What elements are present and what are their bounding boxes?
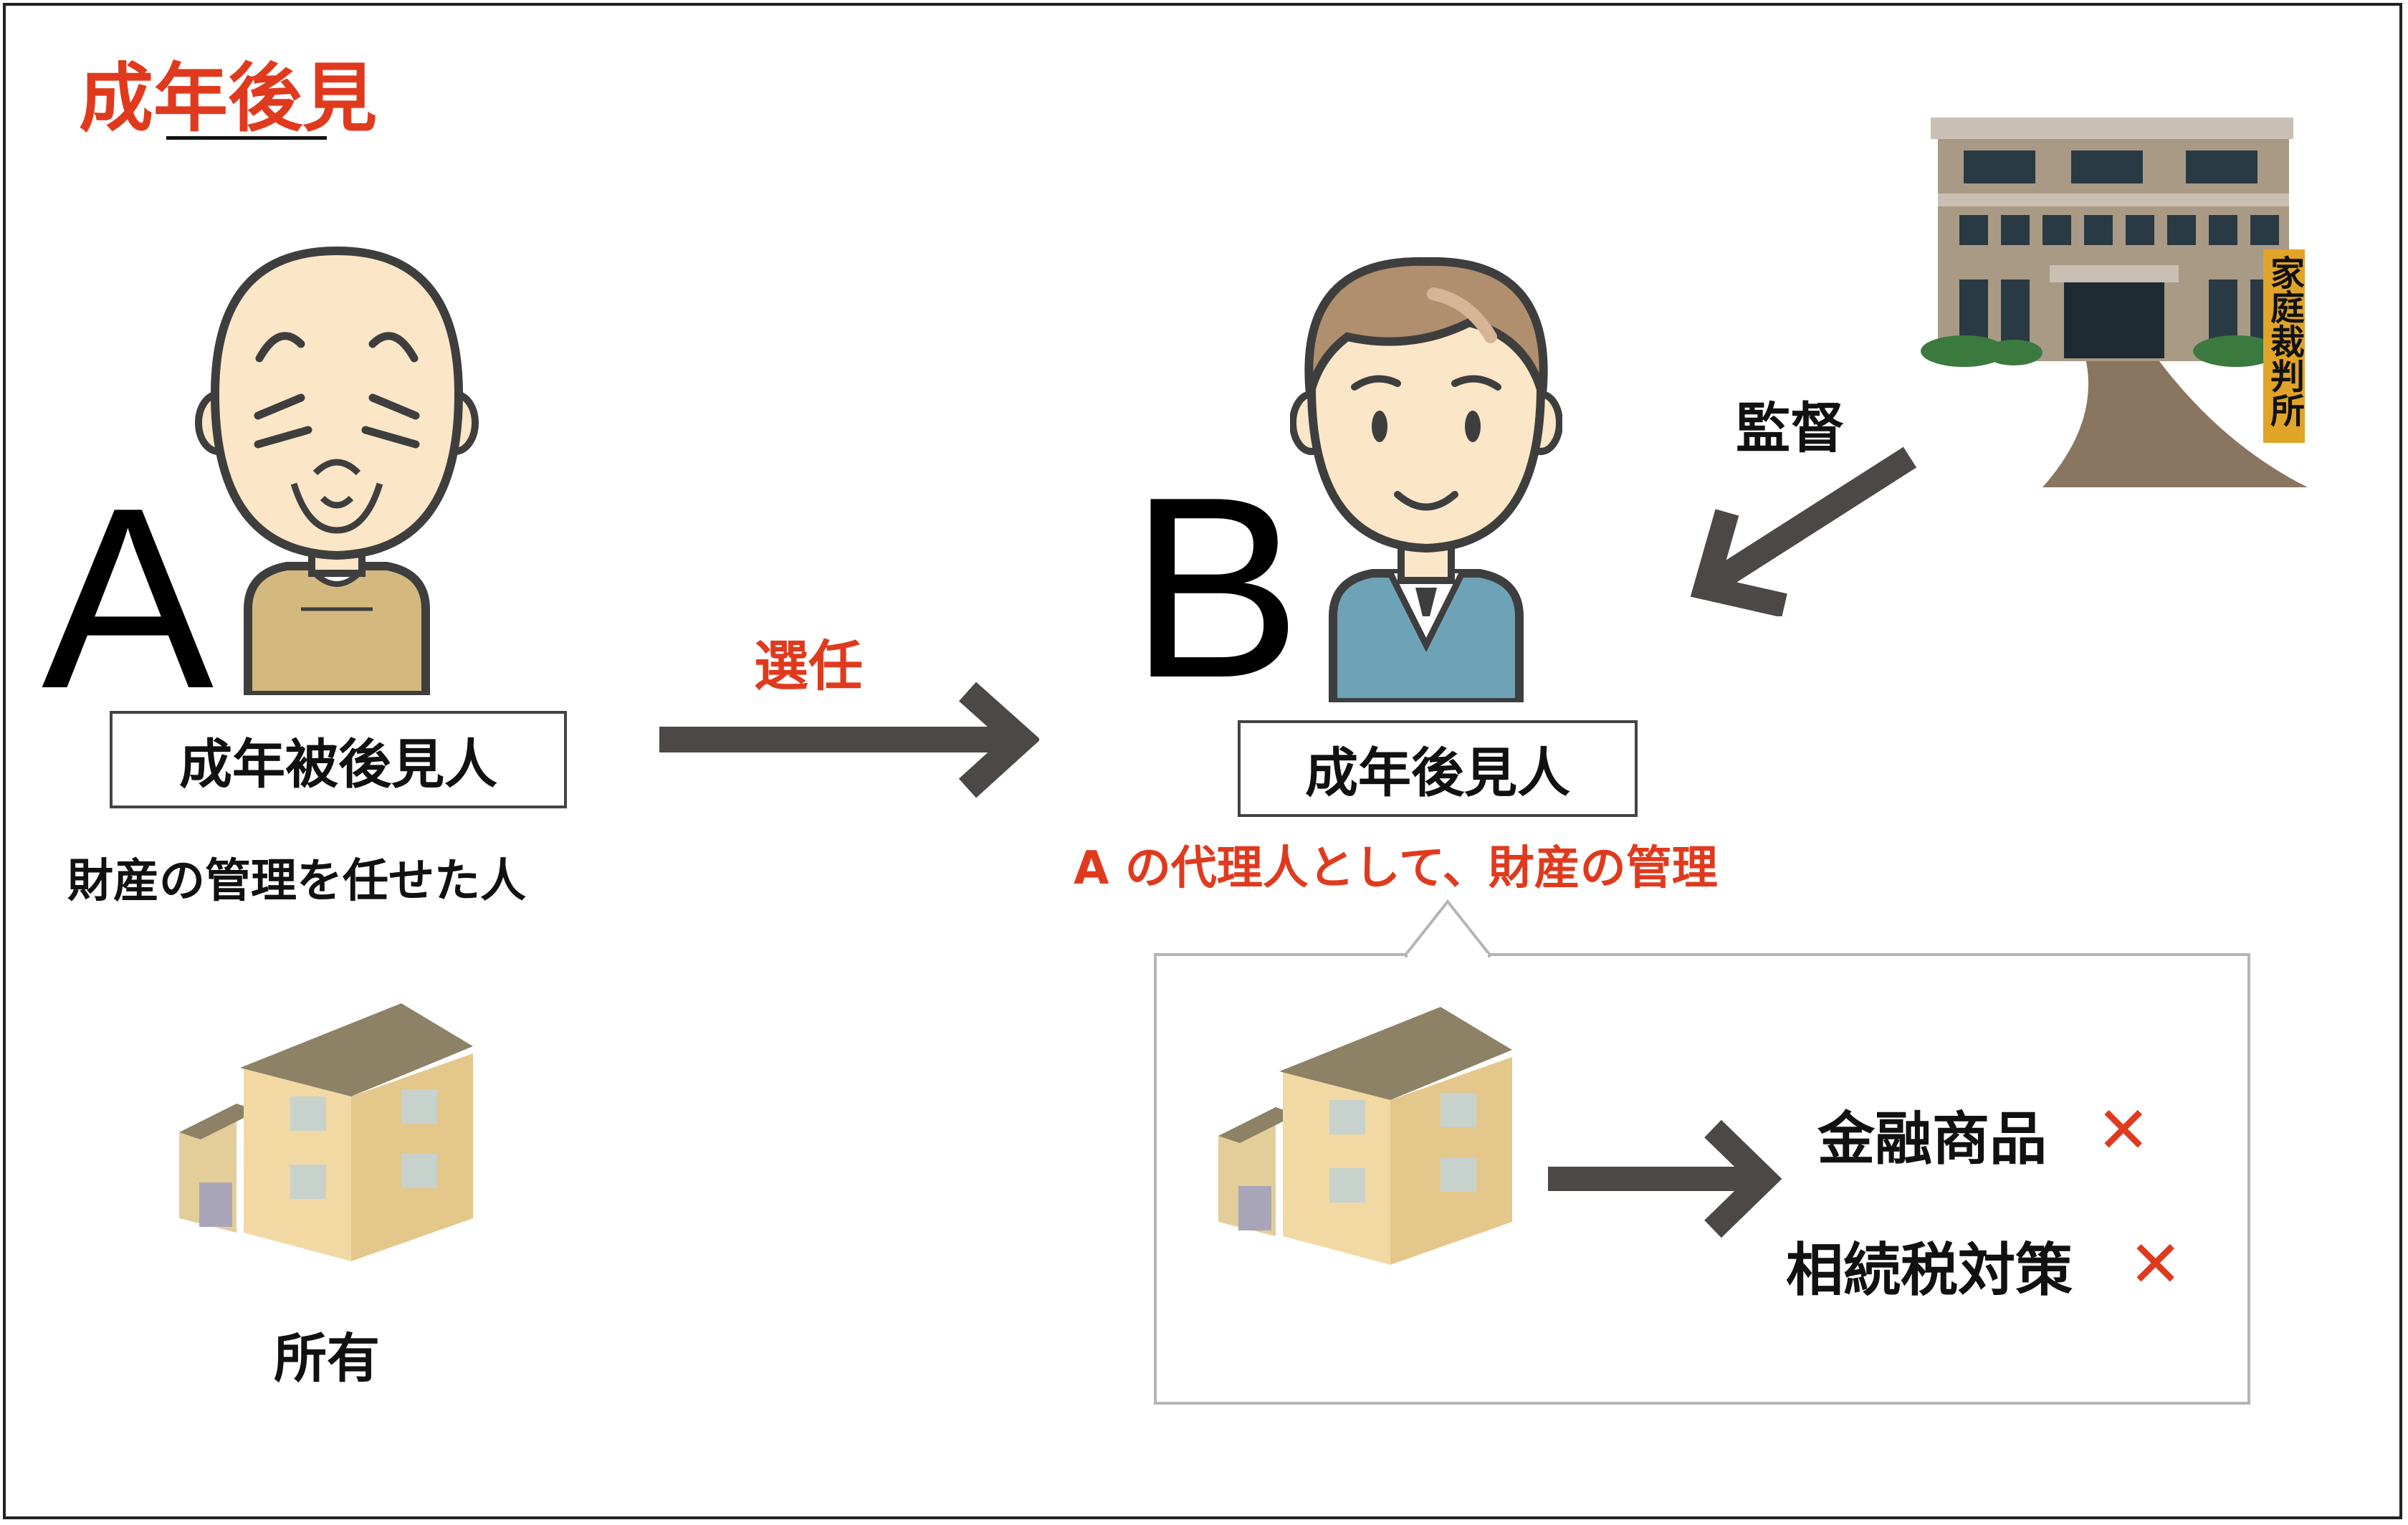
restriction-label: 相続税対策 <box>1786 1237 2073 1304</box>
restriction-cross-icon: ✕ <box>2128 1227 2183 1302</box>
person-a-role-label: 成年被後見人 <box>179 733 497 795</box>
person-a-property-label: 所有 <box>274 1328 380 1390</box>
person-b-description: A の代理人として、財産の管理 <box>1074 842 1718 895</box>
person-a-house-illustration <box>179 1003 473 1261</box>
court-sign: 家庭裁判所 <box>2263 255 2305 449</box>
restriction-item: 相続税対策 <box>1786 1224 2073 1307</box>
restriction-cross-icon: ✕ <box>2096 1093 2151 1168</box>
restriction-label: 金融商品 <box>1817 1106 2047 1172</box>
person-a-role-box: 成年被後見人 <box>110 711 567 808</box>
page-title: 成年後見 <box>79 54 378 142</box>
restriction-item: 金融商品 <box>1817 1093 2047 1176</box>
person-b-role-box: 成年後見人 <box>1238 720 1638 817</box>
appointment-arrow <box>659 682 1039 798</box>
guardian-man-illustration <box>1290 257 1562 702</box>
title-underline <box>166 136 327 140</box>
diagram-frame <box>3 3 2402 1519</box>
court-sign-text: 家庭裁判所 <box>2264 255 2304 427</box>
family-court-building-illustration <box>1921 118 2308 487</box>
person-a-description: 財産の管理を任せた人 <box>67 855 526 908</box>
person-b-letter: B <box>1129 444 1302 732</box>
supervision-label: 監督 <box>1736 396 1845 460</box>
supervision-arrow <box>1690 446 1917 616</box>
elderly-man-illustration <box>195 246 479 695</box>
appointment-label: 選任 <box>754 634 863 698</box>
managed-house-illustration <box>1218 1007 1512 1265</box>
person-b-role-label: 成年後見人 <box>1305 742 1570 804</box>
person-a-letter: A <box>42 454 214 742</box>
management-arrow <box>1548 1119 1782 1238</box>
callout-pointer <box>1405 899 1491 957</box>
